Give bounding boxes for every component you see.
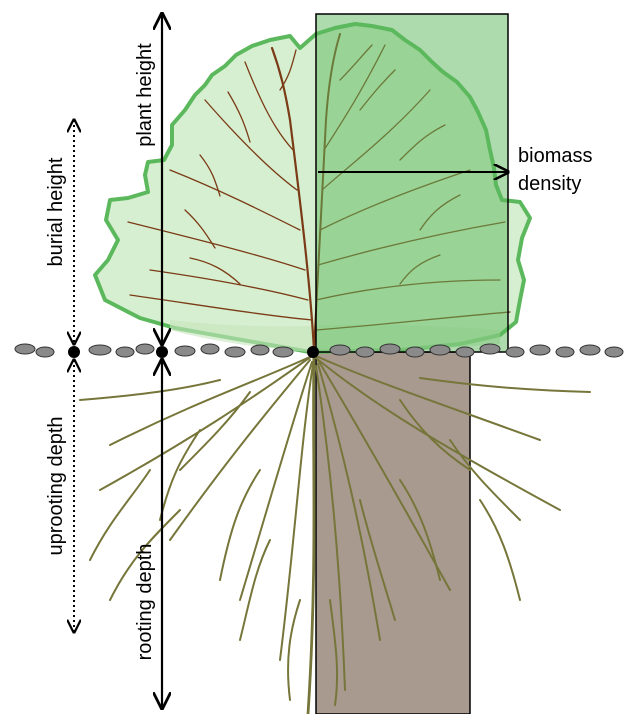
rooting-depth-label: rooting depth — [134, 544, 156, 661]
plant-height-label: plant height — [134, 43, 156, 147]
stem-base-dot — [307, 346, 319, 358]
density-label: density — [518, 173, 581, 195]
biomass-density-box — [316, 14, 508, 352]
burial-height-label: burial height — [45, 157, 67, 266]
uprooting-depth-label: uprooting depth — [45, 416, 67, 555]
plant-ground-dot — [156, 346, 168, 358]
burial-ground-dot — [68, 346, 80, 358]
biomass-label: biomass — [518, 145, 592, 167]
